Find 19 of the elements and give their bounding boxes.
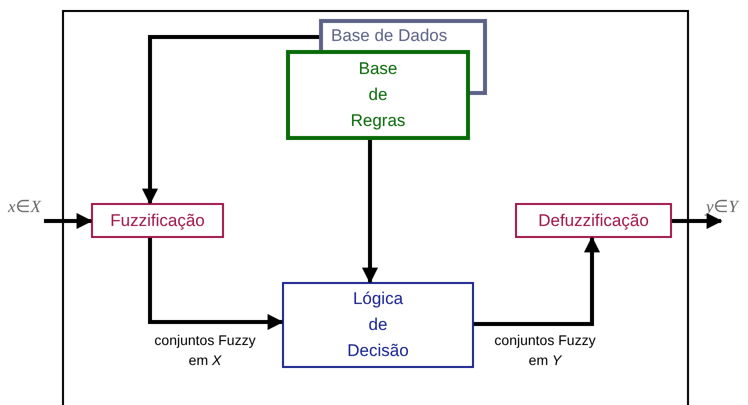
arrow (142, 35, 319, 205)
node-text: x∈X (8, 196, 41, 218)
rule-base-box (286, 50, 470, 140)
defuzzification-box (515, 203, 672, 238)
arrow (362, 140, 378, 284)
arrow (474, 236, 600, 326)
arrow (672, 213, 723, 229)
node-text: Base de Dados (331, 25, 448, 47)
node-text: Base de Regras (350, 58, 406, 132)
node-text: Defuzzificação (538, 210, 649, 232)
decision-logic-box (282, 282, 474, 368)
node-text: Lógica de Decisão (346, 288, 410, 362)
node-text: Fuzzificação (110, 210, 205, 232)
database-box (319, 19, 487, 50)
system-frame (62, 10, 689, 405)
fuzzification-box (91, 203, 224, 238)
node-text: y∈Y (706, 196, 738, 218)
arrow (148, 238, 284, 330)
arrow (44, 213, 93, 229)
